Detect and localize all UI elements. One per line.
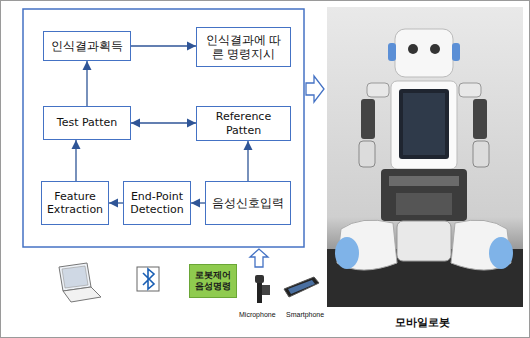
bluetooth-icon xyxy=(137,267,159,291)
box-text: 로봇제어 음성명령 xyxy=(194,270,232,292)
input-arrow xyxy=(250,249,268,267)
robot-photo xyxy=(327,7,523,307)
laptop-icon xyxy=(59,263,101,302)
process-box: 음성신호입력 xyxy=(205,181,291,225)
device-label: Smartphone xyxy=(286,311,324,318)
box-text: 인식결과획득 xyxy=(51,39,123,53)
flow-arrow xyxy=(247,141,248,181)
system-frame xyxy=(23,9,304,247)
flow-arrow xyxy=(109,202,123,203)
flow-arrow xyxy=(131,122,196,123)
box-text: End-Point Detection xyxy=(128,190,186,216)
process-box: End-Point Detection xyxy=(123,181,191,225)
box-text: Test Patten xyxy=(57,116,117,129)
photo-caption: 모바일로봇 xyxy=(395,315,450,330)
microphone-icon xyxy=(255,275,270,303)
process-box: 인식결과획득 xyxy=(43,31,131,61)
device-label: Microphone xyxy=(239,311,276,318)
process-box: Feature Extraction xyxy=(41,181,109,225)
command-box: 로봇제어 음성명령 xyxy=(189,264,237,298)
flow-arrow xyxy=(86,61,87,106)
box-text: Feature Extraction xyxy=(46,190,104,216)
process-box: Test Patten xyxy=(43,106,131,140)
process-box: Reference Patten xyxy=(196,106,291,141)
smartphone-icon xyxy=(284,277,319,297)
box-text: 음성신호입력 xyxy=(212,196,284,210)
flow-arrow xyxy=(75,140,76,181)
flow-arrow xyxy=(191,202,205,203)
box-text: 인식결과에 따른 명령지시 xyxy=(201,33,286,62)
flow-arrow xyxy=(131,45,196,46)
process-box: 인식결과에 따른 명령지시 xyxy=(196,27,291,67)
output-arrow xyxy=(306,76,324,102)
box-text: Reference Patten xyxy=(201,110,286,136)
